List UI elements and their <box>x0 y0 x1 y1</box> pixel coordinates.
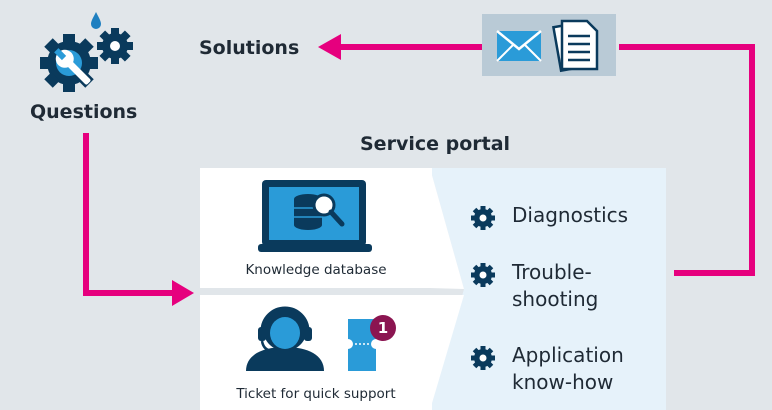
questions-label: Questions <box>30 101 138 123</box>
support-agent-icon <box>246 306 324 371</box>
knowledge-database-caption: Knowledge database <box>245 262 387 278</box>
feature-application-line1: Application <box>512 343 624 367</box>
feedback-connector <box>619 44 755 276</box>
document-icon <box>551 19 599 73</box>
solutions-arrowhead <box>318 34 341 60</box>
questions-connector <box>83 133 176 296</box>
ticket-support-panel: 1 Ticket for quick support <box>200 295 432 410</box>
output-documents-box <box>482 14 616 76</box>
gear-bullet-icon <box>471 206 495 230</box>
feature-troubleshooting-line2: shooting <box>512 287 599 311</box>
ticket-icon <box>348 319 376 371</box>
database-laptop-icon <box>258 180 372 252</box>
gear-bullet-icon <box>471 263 495 287</box>
gears-wrench-icon <box>36 8 136 98</box>
feature-diagnostics-label: Diagnostics <box>512 203 629 227</box>
questions-arrowhead <box>172 280 194 306</box>
feature-troubleshooting-line1: Trouble- <box>512 260 592 284</box>
ticket-badge: 1 <box>370 315 396 341</box>
service-portal-title: Service portal <box>360 133 511 155</box>
solutions-label: Solutions <box>199 37 300 59</box>
ticket-caption: Ticket for quick support <box>236 386 396 402</box>
knowledge-database-panel: Knowledge database <box>200 168 432 288</box>
gear-bullet-icon <box>471 346 495 370</box>
envelope-icon <box>496 30 542 62</box>
feature-application-line2: know-how <box>512 370 614 394</box>
panel-chevron <box>430 168 464 410</box>
